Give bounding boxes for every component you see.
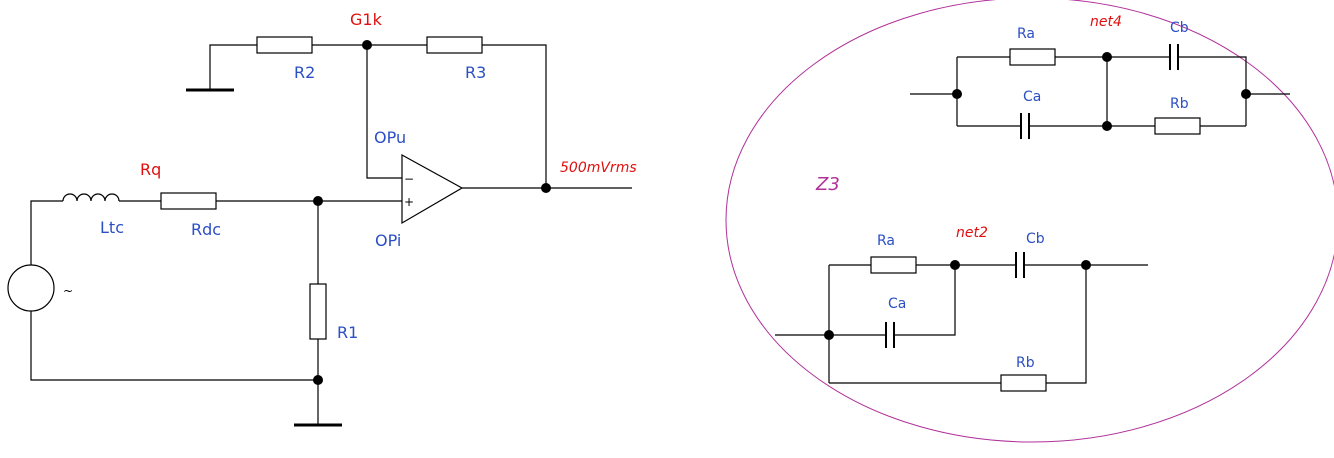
- node-b-out: [1081, 260, 1091, 270]
- node-a-in: [952, 89, 962, 99]
- wire-b-rb-to-right: [1046, 265, 1087, 384]
- opamp-minus-pin: −: [404, 172, 414, 186]
- network-b: Ra net2 Cb Ca Rb: [775, 225, 1148, 392]
- label-ltc: Ltc: [100, 218, 124, 237]
- impedance-z3: Z3 Ra net4 Cb Ca R: [725, 0, 1334, 443]
- resistor-a-rb: [1154, 117, 1201, 135]
- resistor-r2: [256, 36, 313, 54]
- ac-source-icon: [7, 264, 55, 312]
- resistor-a-ra: [1009, 48, 1056, 66]
- resistor-rdc: [160, 192, 217, 210]
- node-b-in: [824, 330, 834, 340]
- wire-b-ca-to-net2: [894, 265, 956, 336]
- label-b-rb: Rb: [1016, 355, 1035, 371]
- wire-source-to-inductor: [30, 200, 63, 265]
- wire-a-cb-to-right: [1178, 56, 1247, 126]
- node-a-mid: [1102, 121, 1112, 131]
- label-a-ra: Ra: [1017, 26, 1035, 42]
- label-b-net2: net2: [956, 225, 988, 241]
- network-a: Ra net4 Cb Ca Rb: [910, 14, 1290, 139]
- node-a-net4: [1102, 52, 1112, 62]
- label-b-cb: Cb: [1026, 231, 1045, 247]
- label-a-ca: Ca: [1023, 89, 1041, 105]
- main-circuit: − + ~ G1k R2 R3 OPu OPi 500mVrms Rq Ltc …: [7, 10, 637, 427]
- wire-r3-to-output: [482, 44, 547, 188]
- label-rq: Rq: [140, 160, 161, 179]
- label-z3: Z3: [815, 174, 840, 195]
- node-a-out: [1241, 89, 1251, 99]
- wire-ground-to-r2: [209, 44, 257, 90]
- node-g1k: [362, 40, 372, 50]
- label-opu: OPu: [374, 128, 406, 147]
- wire-source-return: [30, 311, 318, 381]
- label-a-rb: Rb: [1170, 96, 1189, 112]
- label-b-ca: Ca: [888, 296, 906, 312]
- label-opi: OPi: [375, 231, 401, 250]
- label-output-level: 500mVrms: [560, 160, 637, 176]
- label-a-net4: net4: [1090, 14, 1122, 30]
- label-rdc: Rdc: [191, 220, 221, 239]
- opamp-triangle: [401, 153, 464, 225]
- wire-g1k-to-inverting: [366, 45, 402, 179]
- impedance-outline: [725, 0, 1334, 443]
- label-r2: R2: [294, 63, 315, 82]
- label-r1: R1: [337, 323, 358, 342]
- label-a-cb: Cb: [1170, 20, 1189, 36]
- resistor-b-rb: [1000, 374, 1047, 392]
- ac-source-tilde: ~: [63, 284, 73, 298]
- label-b-ra: Ra: [877, 233, 895, 249]
- label-g1k: G1k: [350, 10, 383, 29]
- node-output: [541, 183, 551, 193]
- inductor-ltc: [62, 193, 120, 202]
- resistor-r1: [309, 283, 327, 340]
- opamp-plus-pin: +: [404, 195, 414, 209]
- node-b-net2: [950, 260, 960, 270]
- resistor-r3: [426, 36, 483, 54]
- resistor-b-ra: [870, 256, 917, 274]
- label-r3: R3: [465, 63, 486, 82]
